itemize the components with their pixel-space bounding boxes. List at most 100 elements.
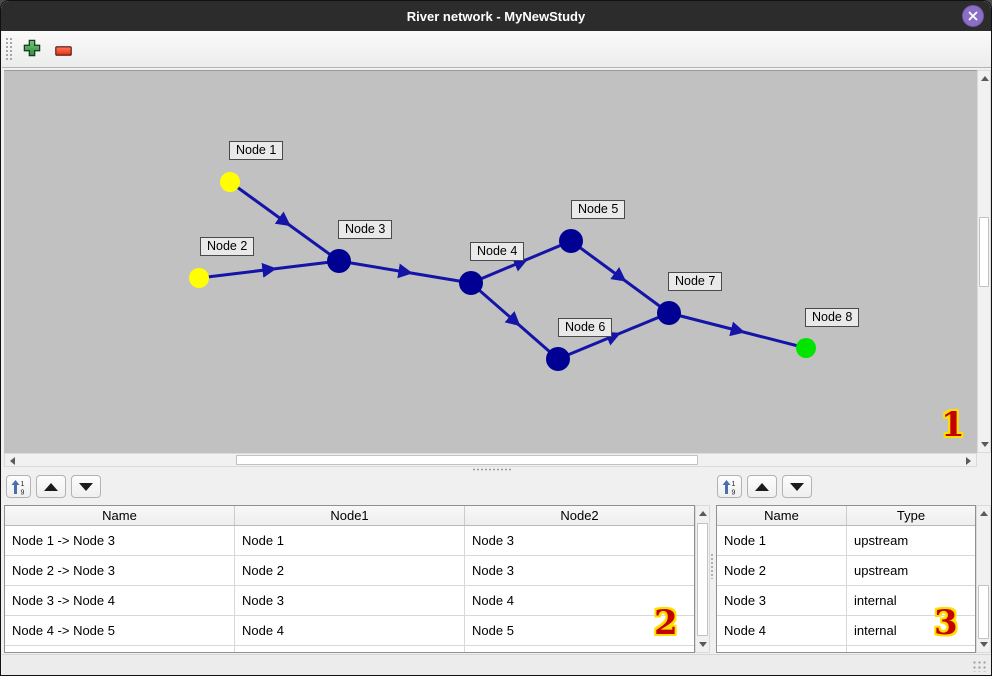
link-name-cell[interactable]: Node 4 -> Node 5 [5,616,235,645]
link-node1-cell[interactable]: Node 2 [235,556,465,585]
link-node2-cell[interactable]: Node 5 [472,623,514,638]
add-node-button[interactable] [23,39,41,62]
node-type-cell[interactable]: internal [854,593,897,608]
links-move-down-button[interactable] [71,475,101,498]
splitter-handle-icon [472,468,512,471]
link-name-cell[interactable]: Node 3 -> Node 4 [5,586,235,615]
link-name-cell[interactable]: Node 2 -> Node 3 [5,556,235,585]
vscroll-thumb[interactable] [978,585,989,639]
node-label[interactable]: Node 6 [558,318,613,337]
river-link[interactable] [470,239,572,285]
scroll-down-button[interactable] [977,638,990,651]
hscroll-thumb[interactable] [236,455,698,465]
links-sort-button[interactable]: 1 9 [6,475,31,498]
river-node[interactable] [189,268,209,288]
link-name-cell[interactable]: Node 1 -> Node 3 [5,526,235,555]
column-header[interactable]: Type [896,508,926,523]
link-node2-cell[interactable]: Node 4 [472,593,514,608]
arrow-left-icon [10,456,15,465]
node-label[interactable]: Node 8 [805,308,860,327]
scroll-down-button[interactable] [978,438,991,451]
sort-1-9-icon: 1 9 [11,479,25,495]
scroll-up-button[interactable] [696,507,709,520]
river-node[interactable] [546,347,570,371]
edges-layer [198,180,807,361]
node-label[interactable]: Node 2 [200,237,255,256]
network-svg [189,172,816,371]
river-link[interactable] [338,259,472,285]
node-name-cell[interactable]: Node 1 [717,526,847,555]
river-node[interactable] [796,338,816,358]
scroll-left-button[interactable] [6,454,19,467]
river-node[interactable] [559,229,583,253]
node-label[interactable]: Node 3 [338,220,393,239]
scroll-down-button[interactable] [696,638,709,651]
table-row[interactable]: Node 1 upstream [717,526,975,556]
column-header[interactable]: Node2 [560,508,599,523]
river-link[interactable] [470,281,559,361]
river-link[interactable] [198,259,340,280]
nodes-table-scrollbar[interactable] [976,505,991,653]
column-header[interactable]: Name [5,506,235,525]
window-title: River network - MyNewStudy [406,8,586,24]
arrow-right-icon [966,456,971,465]
network-canvas[interactable]: Node 1 Node 2 Node 3 Node 4 Node 5 Node 6 Node… [4,70,977,453]
table-row[interactable]: Node 2 -> Node 3 Node 2 Node 3 [5,556,694,586]
arrow-down-icon [698,642,707,647]
link-node1-cell[interactable]: Node 3 [235,586,465,615]
scroll-up-button[interactable] [978,72,991,85]
canvas-hscrollbar[interactable] [4,453,977,467]
nodes-table: Name Type Node 1 upstream Node 2 upstrea… [716,505,976,653]
river-node[interactable] [327,249,351,273]
table-row[interactable]: Node 4 internal [717,616,975,646]
resize-grip-icon[interactable] [972,660,986,672]
link-node2-cell[interactable]: Node 3 [472,563,514,578]
toolbar-drag-handle[interactable] [5,37,13,62]
node-label[interactable]: Node 7 [668,272,723,291]
river-node[interactable] [459,271,483,295]
nodes-move-up-button[interactable] [747,475,777,498]
link-node1-cell[interactable]: Node 4 [235,616,465,645]
node-name-cell[interactable]: Node 3 [717,586,847,615]
links-move-up-button[interactable] [36,475,66,498]
table-row[interactable]: Node 3 internal [717,586,975,616]
node-label[interactable]: Node 4 [470,242,525,261]
river-link[interactable] [570,239,670,315]
river-link[interactable] [557,311,670,361]
scroll-right-button[interactable] [962,454,975,467]
table-row[interactable]: Node 3 -> Node 4 Node 3 Node 4 [5,586,694,616]
link-node2-cell[interactable]: Node 3 [472,533,514,548]
column-header[interactable]: Name [717,506,847,525]
node-type-cell[interactable]: upstream [854,563,909,578]
node-label[interactable]: Node 5 [571,200,626,219]
vscroll-thumb[interactable] [697,523,708,636]
node-type-cell[interactable]: upstream [854,533,909,548]
river-link[interactable] [229,180,340,263]
close-button[interactable] [962,5,984,27]
table-row[interactable]: Node 2 upstream [717,556,975,586]
links-table-scrollbar[interactable] [695,505,710,653]
column-header[interactable]: Node1 [235,506,465,525]
table-row-partial [717,646,975,652]
link-node1-cell[interactable]: Node 1 [235,526,465,555]
node-name-cell[interactable]: Node 4 [717,616,847,645]
tables-splitter[interactable] [710,553,714,579]
scroll-up-button[interactable] [977,507,990,520]
river-node[interactable] [657,301,681,325]
node-type-cell[interactable]: internal [854,623,897,638]
canvas-vscrollbar[interactable] [977,70,991,453]
node-name-cell[interactable]: Node 2 [717,556,847,585]
pane-splitter[interactable] [2,467,991,472]
titlebar: River network - MyNewStudy [1,1,991,31]
vscroll-thumb[interactable] [979,217,989,287]
nodes-sort-button[interactable]: 1 9 [717,475,742,498]
nodes-move-down-button[interactable] [782,475,812,498]
river-link[interactable] [668,311,807,350]
node-label[interactable]: Node 1 [229,141,284,160]
river-node[interactable] [220,172,240,192]
table-row[interactable]: Node 4 -> Node 5 Node 4 Node 5 [5,616,694,646]
table-row[interactable]: Node 1 -> Node 3 Node 1 Node 3 [5,526,694,556]
remove-node-button[interactable] [55,43,72,61]
statusbar [2,654,991,675]
close-icon [968,11,978,21]
